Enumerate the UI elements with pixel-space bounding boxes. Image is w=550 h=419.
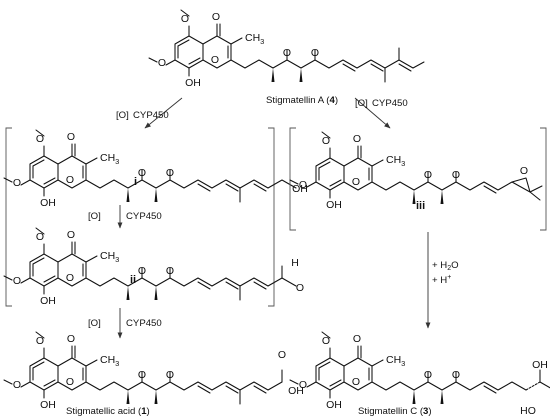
hydroxyl: OH — [326, 199, 342, 211]
diol-hydroxyl: HO — [520, 405, 536, 417]
reagent-oxidation: [O] — [88, 318, 101, 329]
carbonyl-o: O — [353, 333, 361, 345]
ring-oxygen: O — [66, 272, 74, 284]
methoxy-o: O — [452, 169, 460, 181]
methyl-label: CH3 — [386, 354, 405, 368]
reagent-oxidation: [O] — [88, 211, 101, 222]
reagent-oxidation: [O] — [355, 98, 368, 109]
carbonyl-o: O — [212, 11, 220, 23]
acid-carbonyl-o: O — [278, 349, 286, 361]
methoxy-o: O — [166, 265, 174, 277]
stigmatellin-a-structure: O O O OH CH3 O O O — [148, 9, 425, 89]
intermediate-ii-structure: O O O OH CH3 O O O O H — [3, 227, 304, 307]
hydroxyl: OH — [326, 399, 342, 411]
reagent-oxidation: [O] — [116, 110, 129, 121]
methyl-label: CH3 — [100, 354, 119, 368]
bracket-left-close — [268, 127, 275, 307]
methyl-label: CH3 — [386, 154, 405, 168]
arrow-to-intermediate-i — [144, 97, 183, 129]
methoxy-o: O — [322, 335, 330, 347]
methoxy-o: O — [424, 169, 432, 181]
methoxy-o: O — [13, 379, 21, 391]
methoxy-o: O — [138, 369, 146, 381]
aldehyde-h: H — [291, 257, 299, 269]
methoxy-o: O — [138, 167, 146, 179]
methoxy-o: O — [138, 265, 146, 277]
methyl-label: CH3 — [100, 152, 119, 166]
methoxy-o: O — [13, 275, 21, 287]
carbonyl-o: O — [67, 229, 75, 241]
label-intermediate-ii: ii — [130, 274, 136, 286]
reagent-proton: + H+ — [432, 274, 451, 286]
intermediate-iii-structure: O O O OH CH3 O O O O — [289, 131, 543, 211]
ring-oxygen: O — [352, 376, 360, 388]
acid-hydroxyl: OH — [288, 385, 304, 397]
hydroxyl: OH — [40, 295, 56, 307]
arrow-to-intermediate-iii — [354, 97, 391, 129]
carbonyl-o: O — [67, 131, 75, 143]
reagent-enzyme: CYP450 — [126, 211, 162, 222]
methoxy-o: O — [166, 369, 174, 381]
methoxy-o: O — [452, 369, 460, 381]
intermediate-i-structure: O O O OH CH3 O O O OH — [3, 129, 308, 209]
stigmatellin-c-structure: O O O OH CH3 O O O OH HO — [289, 331, 550, 417]
aldehyde-o: O — [296, 282, 304, 294]
epoxide-o: O — [520, 165, 528, 177]
methoxy-o: O — [322, 135, 330, 147]
methoxy-o: O — [158, 57, 166, 69]
stigmatellic-acid-structure: O O O OH CH3 O O O O OH — [3, 331, 304, 411]
methoxy-o: O — [283, 47, 291, 59]
hydroxyl: OH — [40, 197, 56, 209]
methyl-label: CH3 — [245, 32, 264, 46]
bracket-right-open — [289, 127, 296, 231]
ring-oxygen: O — [66, 174, 74, 186]
methoxy-o: O — [299, 179, 307, 191]
terminal-hydroxyl: OH — [292, 183, 308, 195]
carbonyl-o: O — [353, 133, 361, 145]
reagent-enzyme: CYP450 — [133, 110, 169, 121]
ring-oxygen: O — [211, 54, 219, 66]
methoxy-o: O — [166, 167, 174, 179]
bracket-right-close — [540, 127, 547, 231]
label-stigmatellin-c: Stigmatellin C (3) — [358, 406, 432, 417]
reagent-enzyme: CYP450 — [126, 318, 162, 329]
methyl-label: CH3 — [100, 250, 119, 264]
methoxy-o: O — [299, 379, 307, 391]
label-stigmatellic-acid: Stigmatellic acid (1) — [66, 406, 150, 417]
methoxy-o: O — [424, 369, 432, 381]
diol-hydroxyl: OH — [532, 359, 548, 371]
ring-oxygen: O — [352, 176, 360, 188]
hydroxyl: OH — [185, 77, 201, 89]
hydroxyl: OH — [40, 399, 56, 411]
bracket-left-open — [5, 127, 12, 307]
methoxy-o: O — [36, 335, 44, 347]
label-intermediate-iii: iii — [416, 200, 425, 212]
methoxy-o: O — [181, 13, 189, 25]
label-intermediate-i: i — [134, 176, 137, 188]
methoxy-o: O — [36, 231, 44, 243]
ring-oxygen: O — [66, 376, 74, 388]
methoxy-o: O — [36, 133, 44, 145]
label-stigmatellin-a: Stigmatellin A (4) — [266, 95, 338, 106]
carbonyl-o: O — [67, 333, 75, 345]
reagent-water: + H2O — [432, 260, 459, 272]
methoxy-o: O — [311, 47, 319, 59]
reagent-enzyme: CYP450 — [372, 98, 408, 109]
methoxy-o: O — [13, 177, 21, 189]
